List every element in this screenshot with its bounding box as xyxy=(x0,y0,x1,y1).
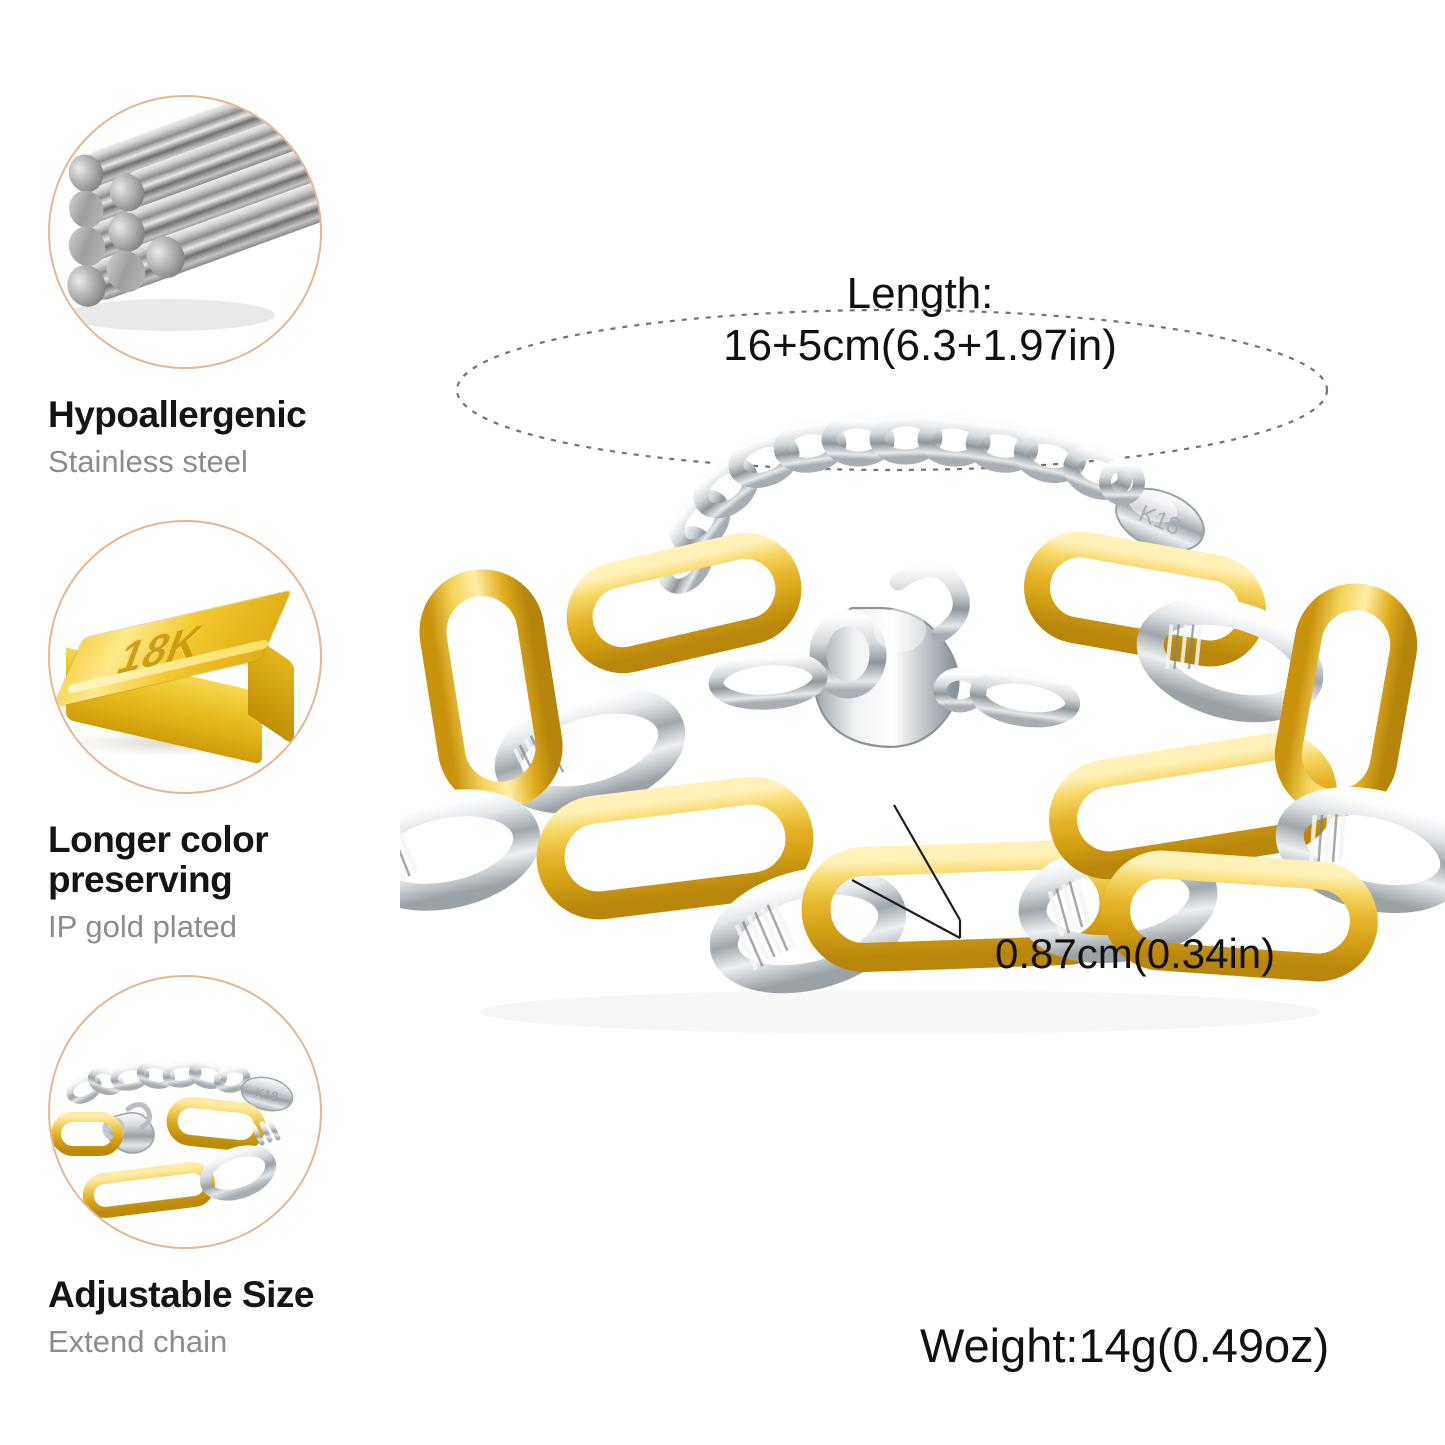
k18-tag xyxy=(240,1076,294,1112)
gold-link xyxy=(166,1096,266,1152)
steel-rods-illustration xyxy=(65,97,320,331)
silver-link xyxy=(199,1145,277,1201)
gold-paperclip-link xyxy=(566,532,802,674)
feature-title: Adjustable Size xyxy=(48,1274,314,1315)
length-measure-ellipse xyxy=(455,308,1329,472)
feature-title-line2: preserving xyxy=(48,858,233,900)
clasp-extender-illustration: K18 xyxy=(51,1060,294,1218)
length-annotation: Length: 16+5cm(6.3+1.97in) xyxy=(600,268,1240,372)
gold-paperclip-link xyxy=(1049,732,1337,880)
tag-jump-ring xyxy=(1099,459,1145,505)
extender-chain xyxy=(656,411,1133,594)
gold-paperclip-link xyxy=(536,776,814,920)
width-annotation: 0.87cm(0.34in) xyxy=(995,930,1276,977)
width-dimension-leaders xyxy=(851,804,962,939)
feature-block-color-preserving: 18K Longer color preserving IP gold plat… xyxy=(0,520,430,945)
feature-block-hypoallergenic: Hypoallergenic Stainless steel xyxy=(0,95,430,480)
k18-engraved-tag: K18 xyxy=(1115,487,1205,553)
feature-block-adjustable-size: K18 xyxy=(0,975,430,1360)
feature-title-line1: Longer color xyxy=(48,819,269,860)
feature-subtitle: Stainless steel xyxy=(48,443,248,479)
feature-title: Hypoallergenic xyxy=(48,394,307,435)
gold-bar-icon: 18K xyxy=(48,520,322,794)
gold-link xyxy=(51,1112,123,1156)
weight-annotation: Weight:14g(0.49oz) xyxy=(920,1319,1330,1372)
gold-paperclip-link xyxy=(1274,583,1418,817)
clasp-extender-icon: K18 xyxy=(48,975,322,1249)
gold-paperclip-link xyxy=(419,569,563,809)
gold-link xyxy=(82,1162,216,1218)
silver-ribbed-link xyxy=(709,866,907,994)
clasp-connector-link xyxy=(969,668,1081,728)
feature-subtitle: IP gold plated xyxy=(48,908,238,944)
clasp-connector-link xyxy=(708,650,828,710)
length-label: Length: xyxy=(846,269,994,318)
feature-subtitle: Extend chain xyxy=(48,1323,228,1359)
product-image-area: K18 xyxy=(351,230,1445,1060)
product-shadow xyxy=(480,990,1320,1034)
lobster-clasp xyxy=(809,560,987,748)
k18-tag-text: K18 xyxy=(254,1084,280,1104)
silver-ribbed-link xyxy=(351,789,541,911)
silver-ribbed-connector xyxy=(251,1119,281,1146)
bracelet-illustration: K18 xyxy=(351,308,1445,1034)
gold-paperclip-link xyxy=(1102,850,1378,982)
steel-rods-icon xyxy=(48,95,322,369)
length-value: 16+5cm(6.3+1.97in) xyxy=(723,320,1117,370)
